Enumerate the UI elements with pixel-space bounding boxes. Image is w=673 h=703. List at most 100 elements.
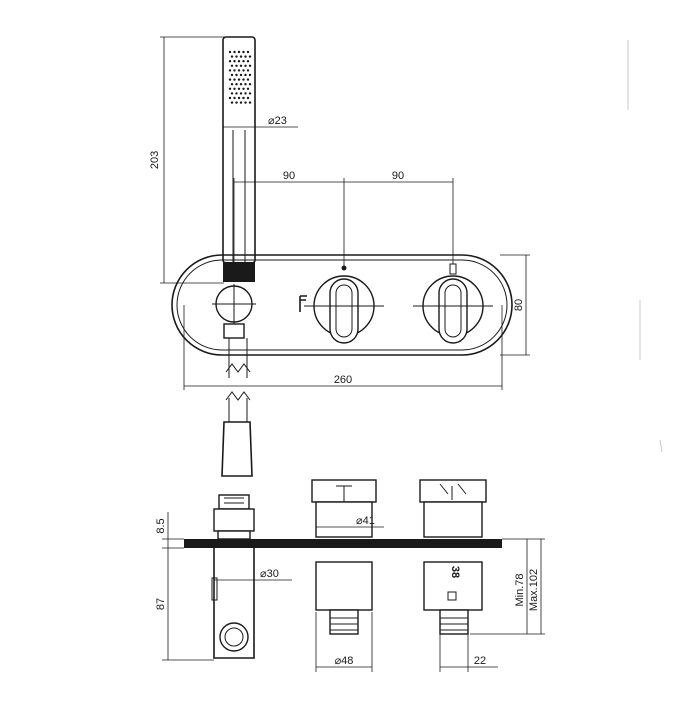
- spray-dot: [237, 69, 241, 72]
- spray-dot: [239, 64, 243, 68]
- dimension-spacing: 90 90: [234, 170, 453, 183]
- spray-dot: [233, 69, 236, 72]
- diverter-symbol: [299, 295, 307, 312]
- dimension-diameter-23: ⌀23: [223, 115, 298, 128]
- spray-dot: [248, 92, 252, 95]
- dimension-80-label: 80: [513, 299, 525, 311]
- spray-dot: [230, 73, 234, 77]
- spray-dot: [233, 50, 236, 54]
- spray-dot: [237, 96, 241, 100]
- spray-dot: [239, 92, 243, 95]
- dimension-80: 80: [500, 254, 530, 356]
- dimension-depth-max-label: Max.102: [528, 569, 540, 611]
- dimension-8-5-label: 8.5: [155, 518, 167, 533]
- spray-dot: [239, 73, 243, 77]
- dimension-260-label: 260: [334, 374, 352, 386]
- holder-bottom: [211, 548, 255, 659]
- spray-dot: [248, 64, 252, 68]
- spray-dot: [244, 101, 247, 104]
- spray-dot: [228, 50, 232, 54]
- dimension-depth: Min.78 Max.102: [470, 538, 545, 635]
- spray-dot: [235, 73, 238, 77]
- dimension-260: 260: [183, 305, 503, 390]
- spray-dot: [242, 87, 245, 91]
- right-valve: 38: [419, 479, 487, 635]
- spray-dot: [248, 83, 252, 86]
- dimension-diameter-23-label: ⌀23: [268, 115, 287, 127]
- spray-nozzle-grid: [228, 50, 252, 104]
- spray-dot: [228, 60, 232, 63]
- spray-dot: [233, 78, 236, 81]
- dimension-spacing-left-label: 90: [283, 170, 295, 182]
- spray-dot: [237, 60, 241, 63]
- spray-dot: [246, 50, 250, 54]
- left-valve: [311, 479, 377, 635]
- spray-dot: [228, 96, 232, 100]
- dimension-diameter-30-label: ⌀30: [260, 568, 279, 580]
- hose-nut: [223, 262, 255, 282]
- spray-dot: [244, 83, 247, 86]
- spray-dot: [246, 87, 250, 91]
- spray-dot: [230, 101, 234, 104]
- spray-dot: [244, 55, 247, 58]
- spray-dot: [233, 96, 236, 100]
- spray-dot: [239, 55, 243, 58]
- spray-dot: [242, 50, 245, 54]
- hand-shower: [222, 36, 256, 282]
- ghost-marks: [627, 40, 663, 453]
- spray-dot: [235, 64, 238, 68]
- spray-dot: [235, 101, 238, 104]
- dimension-diameter-48: ⌀48: [315, 612, 373, 672]
- spray-dot: [235, 83, 238, 86]
- spray-dot: [230, 92, 234, 95]
- holder-front: [212, 284, 256, 477]
- spray-dot: [242, 60, 245, 63]
- spray-dot: [228, 87, 232, 91]
- spray-dot: [246, 69, 250, 72]
- spray-dot: [228, 78, 232, 81]
- spray-dot: [235, 55, 238, 58]
- spray-dot: [230, 64, 234, 68]
- spray-dot: [246, 60, 250, 63]
- spray-dot: [239, 83, 243, 86]
- dimension-87: 87: [155, 548, 214, 661]
- spray-dot: [248, 73, 252, 77]
- spray-dot: [242, 69, 245, 72]
- spray-dot: [233, 87, 236, 91]
- dimension-203: 203: [149, 36, 228, 284]
- temperature-mark: 38: [449, 566, 461, 578]
- wall-plate: [171, 254, 513, 356]
- dimension-22: 22: [439, 634, 498, 672]
- spray-dot: [239, 101, 243, 104]
- dimension-87-label: 87: [155, 598, 167, 610]
- spray-dot: [248, 55, 252, 58]
- dimension-8-5: 8.5: [155, 512, 184, 549]
- side-view: 38 8.5 87 ⌀30 ⌀41: [155, 479, 545, 672]
- plate-section: [184, 539, 502, 548]
- spray-dot: [244, 73, 247, 77]
- spray-dot: [237, 87, 241, 91]
- front-view: 203 ⌀23 90 90 80 260: [149, 36, 530, 477]
- spray-dot: [246, 78, 250, 81]
- dimension-diameter-48-label: ⌀48: [335, 655, 354, 667]
- spray-dot: [230, 83, 234, 86]
- spray-dot: [248, 101, 252, 104]
- left-handle: [304, 265, 384, 344]
- dimension-spacing-right-label: 90: [392, 170, 404, 182]
- spray-dot: [246, 96, 250, 100]
- dimension-diameter-41: ⌀41: [316, 515, 384, 528]
- spray-dot: [242, 78, 245, 81]
- spray-dot: [235, 92, 238, 95]
- spray-dot: [230, 55, 234, 58]
- spray-dot: [242, 96, 245, 100]
- spray-dot: [244, 64, 247, 68]
- spray-dot: [233, 60, 236, 63]
- spray-dot: [237, 78, 241, 81]
- spray-dot: [228, 69, 232, 72]
- right-handle: [413, 263, 493, 344]
- holder-side: [213, 494, 255, 540]
- dimension-diameter-41-label: ⌀41: [356, 515, 375, 527]
- dimension-203-label: 203: [149, 151, 161, 169]
- dimension-depth-min-label: Min.78: [514, 573, 526, 606]
